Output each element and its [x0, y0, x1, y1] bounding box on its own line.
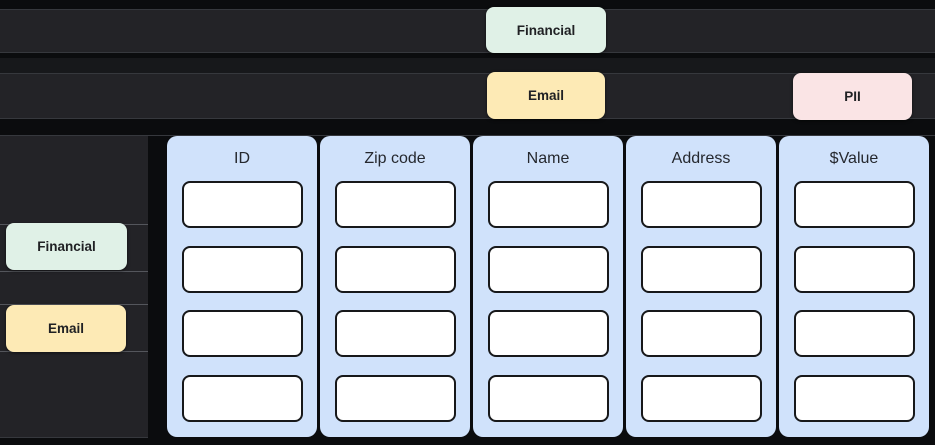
sidebar-tag-financial[interactable]: Financial	[6, 223, 127, 270]
table-cell[interactable]	[181, 374, 303, 422]
table-cell[interactable]	[487, 374, 609, 422]
column-cells	[320, 181, 470, 422]
column-cells	[473, 181, 623, 422]
table-cell[interactable]	[334, 245, 456, 293]
column-address: Address	[626, 136, 776, 437]
left-sidebar-panel	[0, 136, 148, 438]
column-id: ID	[167, 136, 317, 437]
column-header-zip-code: Zip code	[364, 149, 426, 167]
table-cell[interactable]	[181, 310, 303, 357]
column-header-id: ID	[234, 149, 250, 167]
table-cell[interactable]	[793, 181, 915, 228]
table-cell[interactable]	[487, 310, 609, 357]
table-cell[interactable]	[793, 245, 915, 293]
column-value: $Value	[779, 136, 929, 437]
column-header-value: $Value	[829, 149, 879, 167]
column-cells	[779, 181, 929, 422]
column-header-name: Name	[526, 149, 570, 167]
table-cell[interactable]	[640, 310, 762, 357]
lane-gap-band	[0, 58, 935, 73]
table-cell[interactable]	[334, 310, 456, 357]
table-cell[interactable]	[793, 310, 915, 357]
table-cell[interactable]	[334, 181, 456, 228]
table-cell[interactable]	[640, 181, 762, 228]
column-cells	[626, 181, 776, 422]
column-cells	[167, 181, 317, 422]
table-cell[interactable]	[181, 181, 303, 228]
top-lane-1	[0, 9, 935, 53]
table-cell[interactable]	[640, 374, 762, 422]
column-zip-code: Zip code	[320, 136, 470, 437]
column-header-address: Address	[671, 149, 731, 167]
table-cell[interactable]	[640, 245, 762, 293]
top-lane-2	[0, 73, 935, 119]
column-name: Name	[473, 136, 623, 437]
tag-financial-top[interactable]: Financial	[486, 7, 606, 53]
table-cell[interactable]	[334, 374, 456, 422]
tag-email-top[interactable]: Email	[487, 72, 605, 119]
tag-pii-top[interactable]: PII	[793, 73, 912, 120]
table-cell[interactable]	[487, 245, 609, 293]
table-cell[interactable]	[793, 374, 915, 422]
main-region-divider	[0, 135, 935, 136]
sidebar-tag-email[interactable]: Email	[6, 305, 126, 352]
table-cell[interactable]	[487, 181, 609, 228]
table-cell[interactable]	[181, 245, 303, 293]
